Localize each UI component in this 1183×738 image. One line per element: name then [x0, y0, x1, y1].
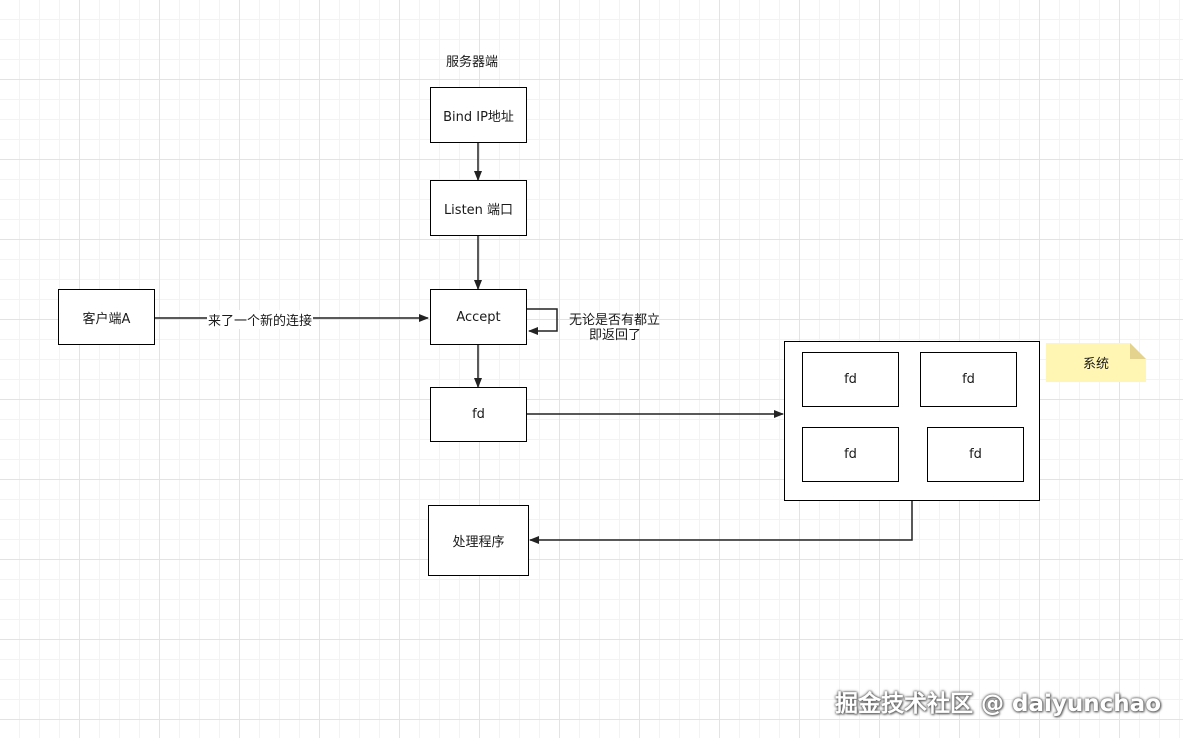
sticky-note-shape: [1046, 343, 1146, 382]
fd-node: fd: [430, 387, 527, 442]
accept-note-line1: 无论是否有都立: [569, 313, 661, 328]
bind-ip-node: Bind IP地址: [430, 87, 527, 143]
new-connection-label: 来了一个新的连接: [207, 310, 314, 329]
watermark: 掘金技术社区 @ daiyunchao: [835, 691, 1161, 717]
system-fd-1: fd: [802, 352, 899, 407]
edge-system-to-handler: [529, 501, 913, 544]
listen-port-node: Listen 端口: [430, 180, 527, 236]
system-fd-3: fd: [802, 427, 899, 482]
sticky-note-text: 系统: [1082, 357, 1109, 372]
system-fd-4: fd: [927, 427, 1024, 482]
accept-node: Accept: [430, 289, 527, 345]
system-fd-2: fd: [920, 352, 1017, 407]
server-title: 服务器端: [446, 55, 499, 70]
accept-note-line2: 即返回了: [589, 328, 642, 343]
edge-accept-self-loop: [527, 308, 558, 335]
system-sticky-note: 系统: [1046, 343, 1146, 382]
handler-node: 处理程序: [428, 505, 529, 576]
client-node: 客户端A: [58, 289, 155, 345]
